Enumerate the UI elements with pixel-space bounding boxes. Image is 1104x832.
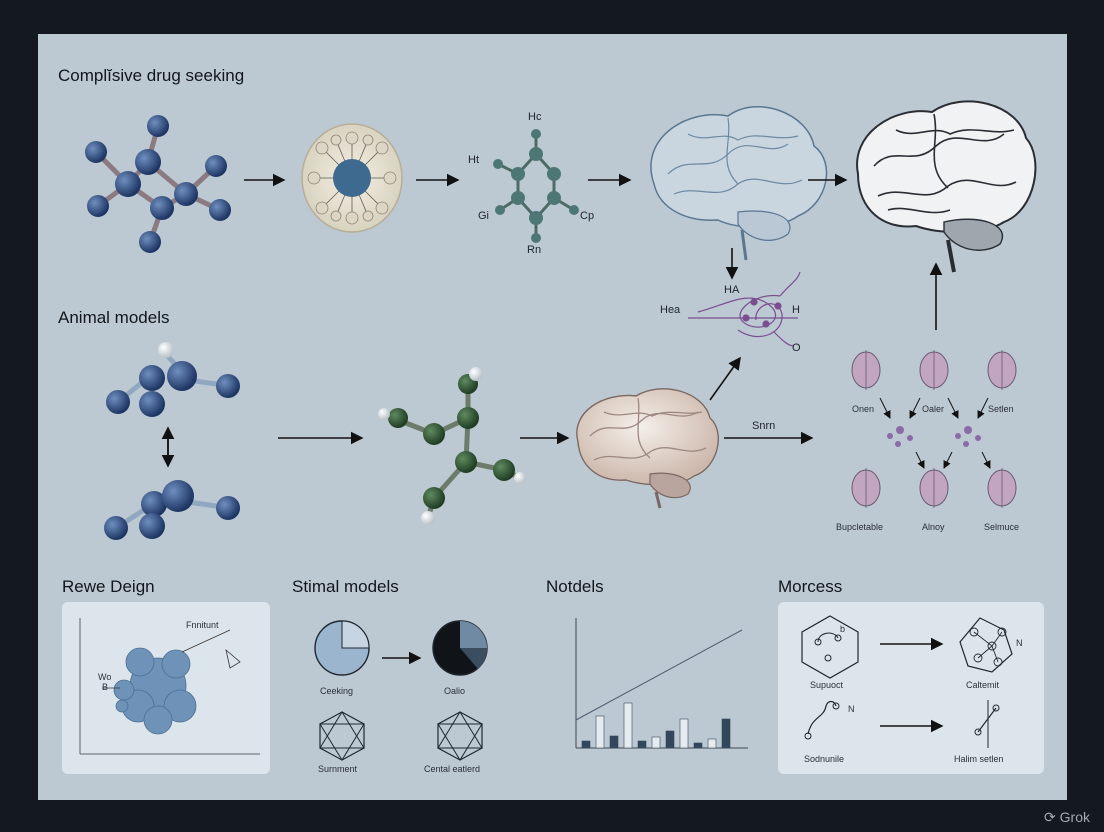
notdels-bar bbox=[623, 702, 633, 749]
network-label-hea: Hea bbox=[660, 304, 681, 316]
watermark-text: Grok bbox=[1059, 809, 1090, 825]
morcess-b-label: b bbox=[840, 624, 846, 634]
diagram-canvas: Complĭsive drug seeking Animal models Re… bbox=[38, 34, 1067, 800]
top-left-molecule bbox=[85, 115, 231, 253]
notdels-bar bbox=[693, 742, 703, 749]
neuron-label-5: Alnoy bbox=[922, 522, 945, 532]
section-title-animal-models: Animal models bbox=[58, 308, 170, 327]
notdels-bar bbox=[609, 735, 619, 749]
neuron-label-4: Bupcletable bbox=[836, 522, 884, 532]
notdels-bar bbox=[707, 738, 717, 749]
green-molecule bbox=[378, 367, 526, 525]
realistic-brain-icon bbox=[576, 388, 719, 509]
atom-label-cp: Cp bbox=[580, 210, 595, 222]
stimal-icons bbox=[314, 620, 488, 761]
rewe-plot bbox=[79, 618, 260, 755]
section-title-stimal-models: Stimal models bbox=[292, 577, 399, 596]
hexagon-molecule bbox=[493, 129, 579, 243]
arrow-diagonal bbox=[709, 356, 741, 401]
notdels-bar bbox=[679, 718, 689, 749]
notdels-chart bbox=[575, 618, 748, 749]
rewe-design-panel: Fnnitunt Wo B bbox=[62, 602, 270, 774]
atom-label-rn: Rn bbox=[527, 244, 542, 256]
morcess-n-top: N bbox=[1016, 638, 1023, 648]
atom-label-hc: Hc bbox=[528, 111, 542, 123]
rewe-side-sub: B bbox=[102, 682, 109, 692]
section-title-notdels: Notdels bbox=[546, 577, 604, 596]
section-title-top: Complĭsive drug seeking bbox=[58, 66, 245, 85]
rewe-annotation: Fnnitunt bbox=[186, 620, 219, 630]
neuron-clusters bbox=[887, 426, 981, 447]
animal-molecule-top bbox=[106, 342, 240, 417]
outline-brain-icon bbox=[650, 106, 828, 261]
notdels-bar bbox=[651, 736, 661, 749]
stimal-label-3: Surnment bbox=[318, 764, 358, 774]
morcess-graphics bbox=[801, 615, 1013, 748]
morcess-label-1: Supuoct bbox=[810, 680, 844, 690]
neuron-label-2: Oaler bbox=[922, 404, 945, 414]
morcess-label-3: Sodnunile bbox=[804, 754, 845, 764]
network-label-ha: HA bbox=[724, 284, 740, 296]
notdels-bar bbox=[665, 730, 675, 749]
network-label-o: O bbox=[792, 342, 801, 354]
section-title-rewe-design: Rewe Deign bbox=[62, 577, 155, 596]
stimal-label-1: Ceeking bbox=[320, 686, 354, 696]
grok-watermark: ⟳ Grok bbox=[1044, 809, 1090, 825]
section-title-morcess: Morcess bbox=[778, 577, 843, 596]
notdels-bar bbox=[581, 740, 591, 749]
atom-label-ht: Ht bbox=[468, 154, 479, 166]
stimal-label-4: Cental eatlerd bbox=[424, 764, 481, 774]
morcess-panel: Supuoct Caltemit Sodnunile Halim setlen … bbox=[778, 602, 1044, 774]
notdels-bar bbox=[721, 718, 731, 749]
morcess-label-2: Caltemit bbox=[966, 680, 1000, 690]
morcess-label-4: Halim setlen bbox=[954, 754, 1004, 764]
neuron-label-3: Setlen bbox=[988, 404, 1014, 414]
network-label-h: H bbox=[792, 304, 800, 316]
rewe-side-label: Wo bbox=[98, 672, 112, 682]
animal-molecule-bottom bbox=[104, 480, 240, 540]
neuron-label-6: Selmuce bbox=[984, 522, 1020, 532]
cell-icon bbox=[301, 123, 403, 233]
network-tangle-icon bbox=[688, 271, 801, 347]
arrow-label-snrn: Snrn bbox=[752, 420, 776, 432]
diagram-graphics bbox=[85, 100, 1037, 761]
morcess-n-bottom: N bbox=[848, 704, 855, 714]
neuron-label-1: Onen bbox=[852, 404, 875, 414]
notdels-bar bbox=[595, 715, 605, 749]
neuron-veins bbox=[865, 350, 1003, 508]
atom-label-gi: Gi bbox=[478, 210, 489, 222]
large-brain-icon bbox=[856, 100, 1037, 273]
stimal-label-2: Oalio bbox=[444, 686, 466, 696]
neuron-arrows bbox=[879, 397, 991, 469]
notdels-bar bbox=[637, 740, 647, 749]
